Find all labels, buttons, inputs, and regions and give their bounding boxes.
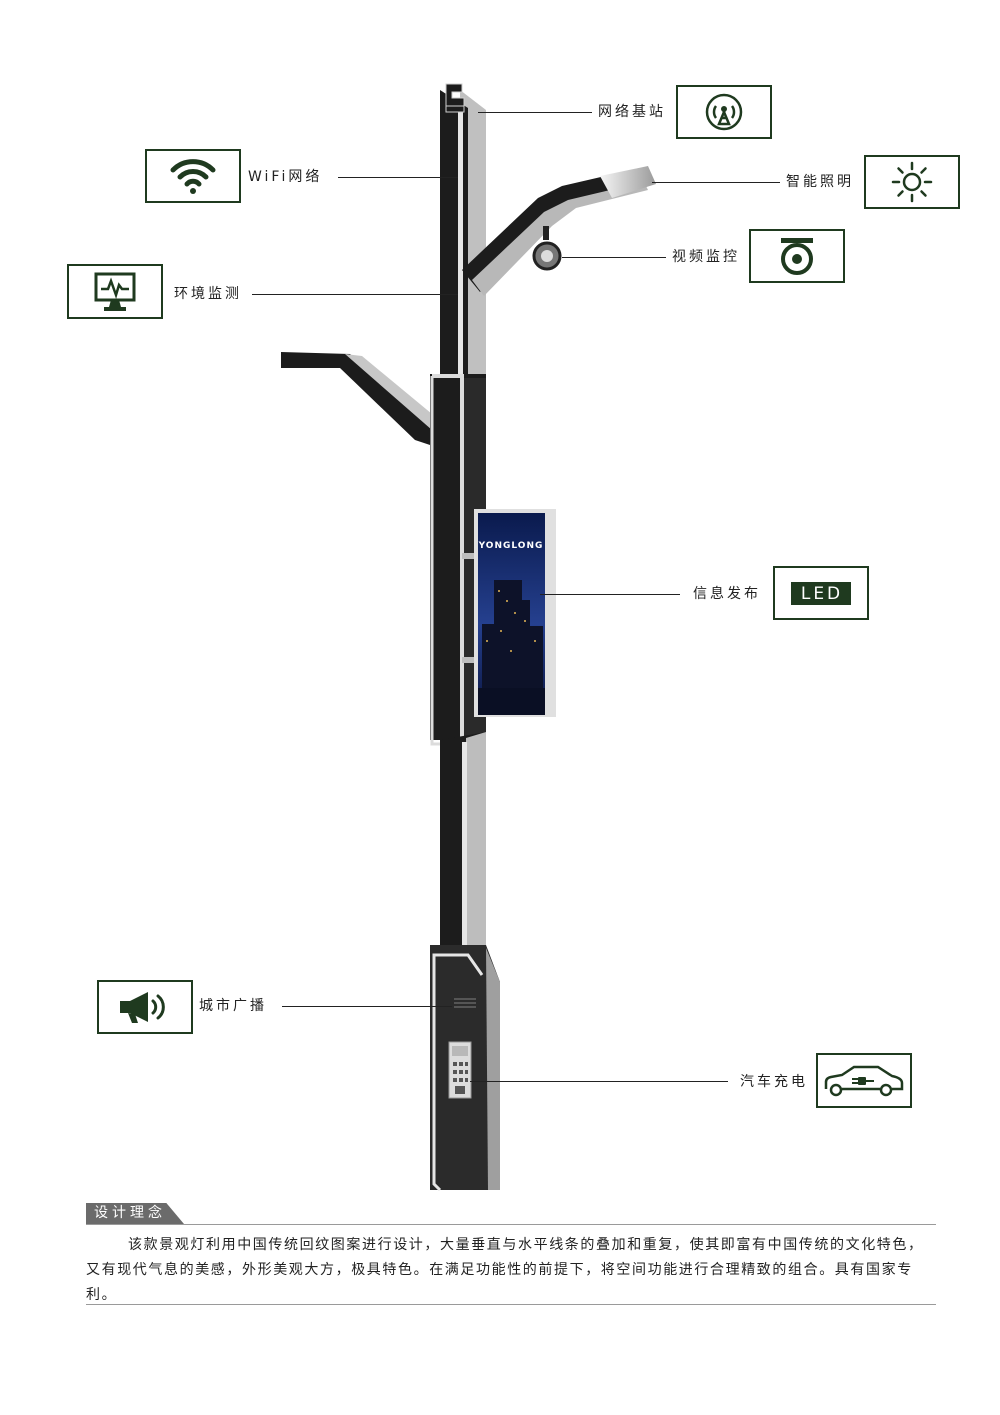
info-publish-box: LED: [773, 566, 869, 620]
label-environment-monitoring: 环境监测: [174, 286, 242, 302]
network-base-station-box: [676, 85, 772, 139]
label-city-broadcast: 城市广播: [199, 998, 267, 1014]
environment-monitoring-box: [67, 264, 163, 319]
monitor-icon: [94, 272, 136, 311]
label-smart-lighting: 智能照明: [786, 174, 854, 190]
bottom-rule: [86, 1304, 936, 1305]
label-network-base-station: 网络基站: [598, 104, 666, 120]
leader-environment-monitoring: [252, 294, 458, 295]
leader-network-base-station: [478, 112, 592, 113]
leader-ev-charging: [470, 1081, 728, 1082]
speaker-grille: [454, 998, 476, 1008]
ev-charging-box: [816, 1053, 912, 1108]
sun-icon: [891, 161, 933, 203]
leader-video-surveillance: [562, 257, 666, 258]
smart-lighting-box: [864, 155, 960, 209]
megaphone-icon: [120, 992, 165, 1023]
leader-info-publish: [540, 594, 680, 595]
lamp-head: [600, 166, 656, 198]
fret-pattern-top: [445, 83, 465, 113]
city-skyline: [482, 580, 543, 692]
design-concept-heading: 设计理念: [86, 1203, 184, 1224]
label-wifi: WiFi网络: [248, 169, 323, 185]
wifi-icon: [170, 159, 216, 194]
wifi-box: [145, 149, 241, 203]
label-video-surveillance: 视频监控: [672, 249, 740, 265]
leader-city-broadcast: [282, 1006, 452, 1007]
car-charging-icon: [824, 1065, 904, 1096]
screen-brand-text: YONGLONG: [478, 541, 544, 551]
leader-smart-lighting: [652, 182, 780, 183]
camera-icon: [781, 238, 813, 275]
heading-rule: [86, 1224, 936, 1225]
tower-icon: [705, 93, 743, 131]
label-info-publish: 信息发布: [693, 586, 761, 602]
led-badge: LED: [790, 581, 852, 605]
video-surveillance-box: [749, 229, 845, 283]
leader-wifi: [338, 177, 458, 178]
city-broadcast-box: [97, 980, 193, 1034]
label-ev-charging: 汽车充电: [740, 1074, 808, 1090]
design-concept-description: 该款景观灯利用中国传统回纹图案进行设计，大量垂直与水平线条的叠加和重复，使其即富…: [86, 1237, 924, 1303]
